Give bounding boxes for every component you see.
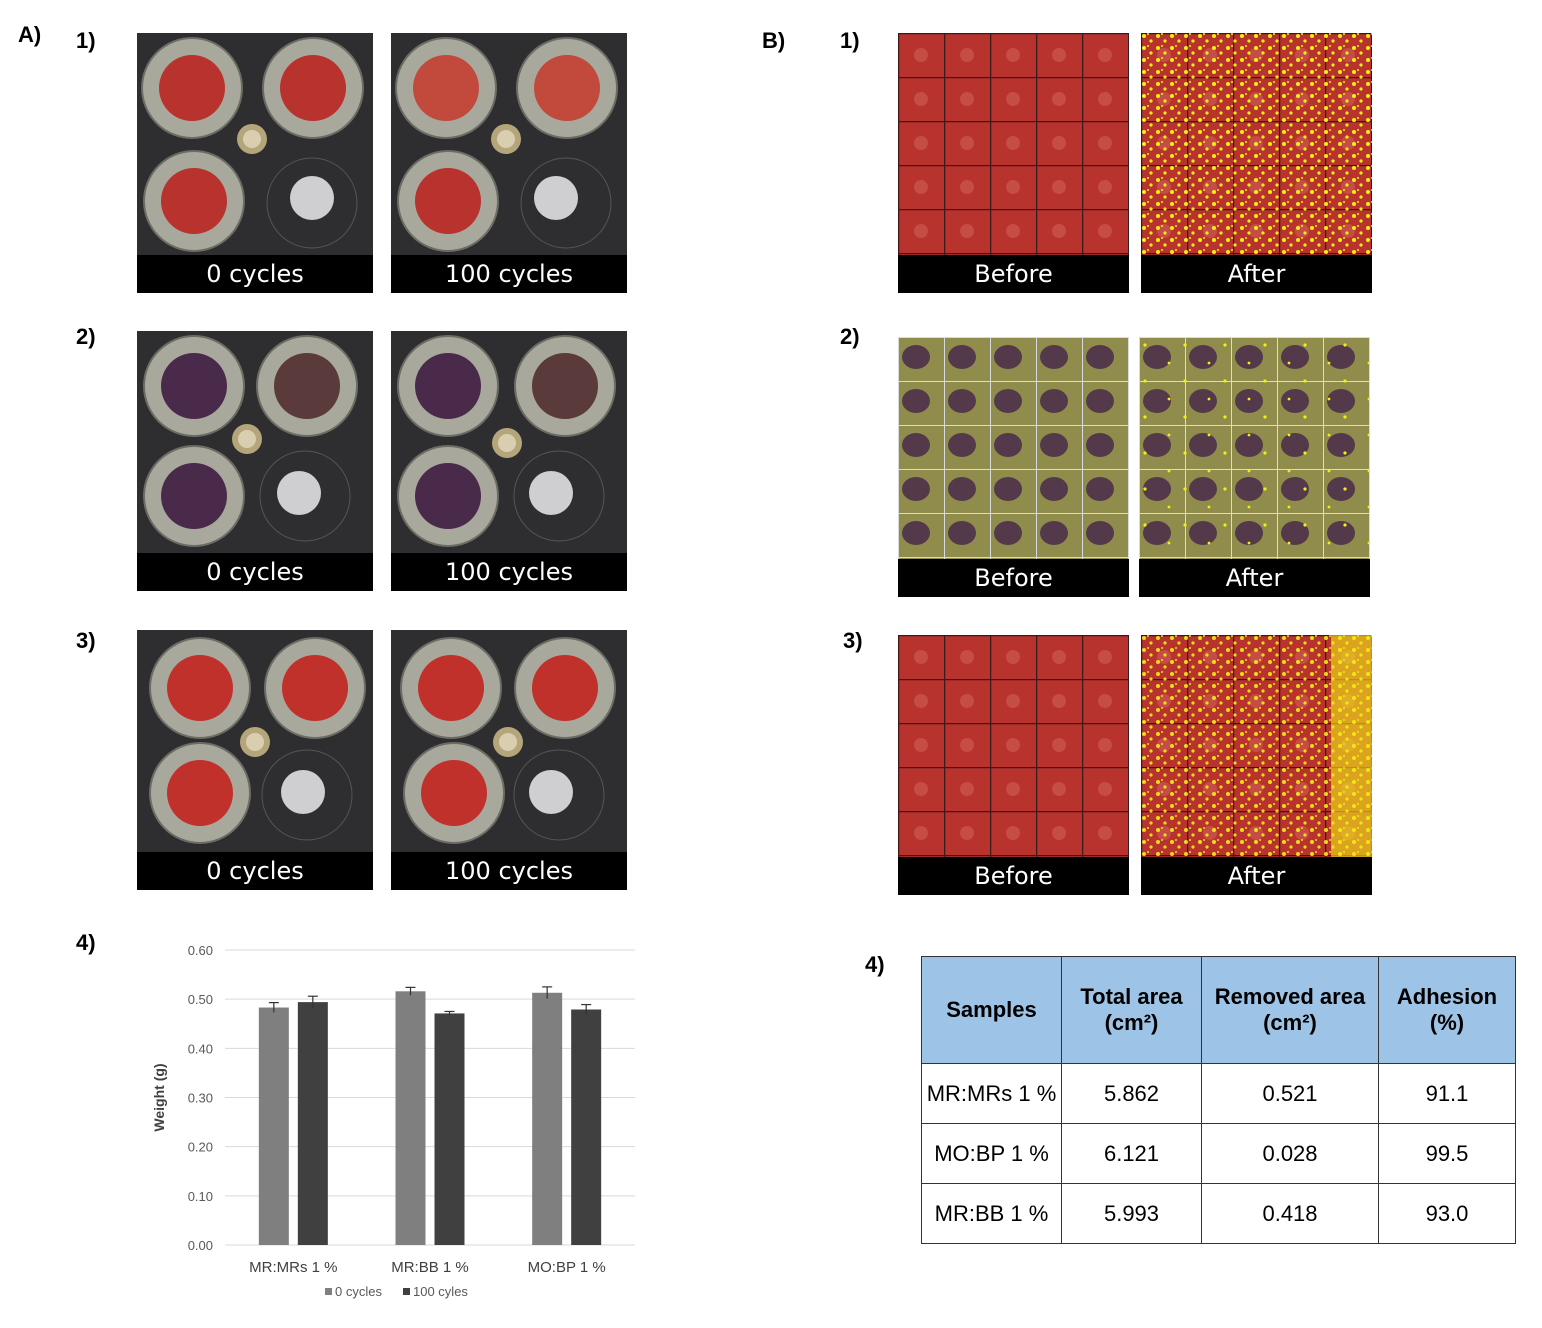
y-tick-label: 0.20: [188, 1140, 213, 1155]
y-tick-label: 0.50: [188, 992, 213, 1007]
y-tick-label: 0.30: [188, 1091, 213, 1106]
photo-a1-0-cycles: [137, 33, 373, 255]
y-tick-label: 0.60: [188, 943, 213, 958]
table-cell: 0.521: [1201, 1063, 1379, 1124]
y-tick-label: 0.10: [188, 1189, 213, 1204]
row-label-b2: 2): [840, 324, 860, 349]
photo-b1-before: [898, 33, 1129, 255]
row-label-b3: 3): [843, 628, 863, 653]
table-row: MO:BP 1 % 6.121 0.028 99.5: [921, 1123, 1516, 1184]
bar: [532, 992, 563, 1245]
table-header-samples: Samples: [921, 956, 1062, 1064]
table-header-removed-area: Removed area(cm²): [1201, 956, 1379, 1064]
photo-a3-100-cycles: [391, 630, 627, 852]
row-label-a1: 1): [76, 28, 96, 53]
table-row: MR:BB 1 % 5.993 0.418 93.0: [921, 1183, 1516, 1244]
legend-swatch: [325, 1288, 332, 1295]
table-header-row: Samples Total area(cm²) Removed area(cm²…: [921, 956, 1516, 1064]
caption-a2-0-cycles: 0 cycles: [137, 553, 373, 591]
bar: [297, 1002, 328, 1245]
caption-a3-0-cycles: 0 cycles: [137, 852, 373, 890]
photo-a2-0-cycles: [137, 331, 373, 553]
caption-a3-100-cycles: 100 cycles: [391, 852, 627, 890]
table-cell: 93.0: [1378, 1183, 1516, 1244]
table-row: MR:MRs 1 % 5.862 0.521 91.1: [921, 1063, 1516, 1124]
row-label-a4: 4): [76, 930, 96, 955]
caption-b3-before: Before: [898, 857, 1129, 895]
caption-b2-before: Before: [898, 559, 1129, 597]
panel-label-b: B): [762, 28, 786, 53]
bar: [434, 1013, 465, 1245]
bar: [258, 1007, 289, 1245]
photo-b1-after: [1141, 33, 1372, 255]
table-cell: MR:MRs 1 %: [921, 1063, 1062, 1124]
bar: [571, 1009, 602, 1245]
caption-b1-after: After: [1141, 255, 1372, 293]
y-tick-label: 0.40: [188, 1041, 213, 1056]
caption-a1-0-cycles: 0 cycles: [137, 255, 373, 293]
table-header-adhesion: Adhesion(%): [1378, 956, 1516, 1064]
table-cell: 0.028: [1201, 1123, 1379, 1184]
table-cell: 5.993: [1061, 1183, 1202, 1244]
table-cell: MO:BP 1 %: [921, 1123, 1062, 1184]
photo-b2-before: [898, 337, 1129, 559]
y-tick-label: 0.00: [188, 1238, 213, 1253]
caption-a1-100-cycles: 100 cycles: [391, 255, 627, 293]
adhesion-table: Samples Total area(cm²) Removed area(cm²…: [921, 956, 1516, 1244]
caption-b2-after: After: [1139, 559, 1370, 597]
bar: [395, 991, 426, 1245]
row-label-a3: 3): [76, 628, 96, 653]
table-cell: 99.5: [1378, 1123, 1516, 1184]
table-cell: 91.1: [1378, 1063, 1516, 1124]
x-tick-label: MR:BB 1 %: [391, 1259, 469, 1276]
table-cell: 6.121: [1061, 1123, 1202, 1184]
row-label-b1: 1): [840, 28, 860, 53]
panel-label-a: A): [18, 22, 42, 47]
caption-b3-after: After: [1141, 857, 1372, 895]
caption-b1-before: Before: [898, 255, 1129, 293]
photo-b3-before: [898, 635, 1129, 857]
table-cell: MR:BB 1 %: [921, 1183, 1062, 1244]
x-tick-label: MR:MRs 1 %: [249, 1259, 337, 1276]
table-header-total-area: Total area(cm²): [1061, 956, 1202, 1064]
x-tick-label: MO:BP 1 %: [528, 1259, 606, 1276]
photo-a2-100-cycles: [391, 331, 627, 553]
table-cell: 5.862: [1061, 1063, 1202, 1124]
photo-b2-after: [1139, 337, 1370, 559]
photo-b3-after: [1141, 635, 1372, 857]
row-label-b4: 4): [865, 952, 885, 977]
caption-a2-100-cycles: 100 cycles: [391, 553, 627, 591]
table-cell: 0.418: [1201, 1183, 1379, 1244]
y-axis-label: Weight (g): [151, 1063, 167, 1131]
photo-a3-0-cycles: [137, 630, 373, 852]
photo-a1-100-cycles: [391, 33, 627, 255]
legend-swatch: [403, 1288, 410, 1295]
legend-label: 100 cyles: [413, 1284, 468, 1299]
legend-label: 0 cycles: [335, 1284, 382, 1299]
row-label-a2: 2): [76, 324, 96, 349]
